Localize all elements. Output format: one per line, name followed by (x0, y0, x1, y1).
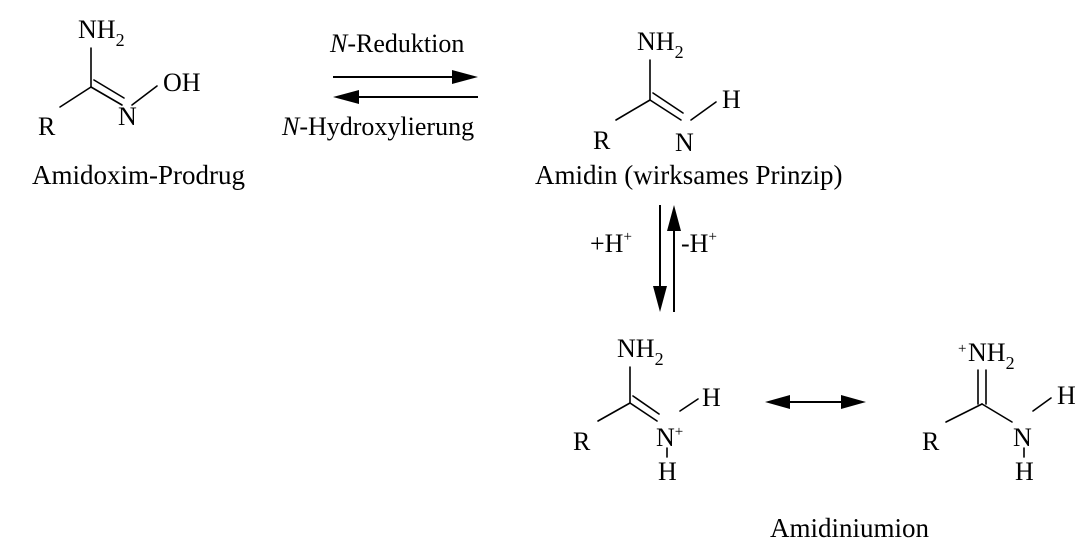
n-o-bond (131, 85, 158, 106)
down-arrowhead (653, 286, 667, 312)
hydroxylation-label: N-Hydroxylierung (281, 112, 474, 141)
h-label-lower: H (1015, 457, 1034, 486)
n-h-bond (690, 101, 717, 121)
amidinium-form-2: + NH2 R N H H (922, 338, 1076, 486)
n-label: N (1013, 423, 1032, 452)
r-c-bond (597, 402, 631, 422)
nh2-label: NH2 (968, 338, 1015, 373)
r-label: R (38, 112, 56, 141)
deprotonation-label: -H+ (681, 229, 717, 258)
r-label: R (573, 427, 591, 456)
r-label: R (593, 126, 611, 155)
c-n-double-bond (90, 86, 123, 106)
c-n-double-bond-2 (632, 395, 660, 415)
r-c-bond (615, 99, 651, 121)
c-n-double-bond-2 (93, 79, 125, 99)
c-n-bond (981, 403, 1013, 423)
amidine-structure: NH2 R N H Amidin (wirksames Prinzip) (535, 27, 842, 190)
c-n-double-bond-2 (652, 92, 684, 114)
n-label: N (675, 128, 694, 157)
r-c-bond (945, 403, 983, 423)
resonance-arrowhead-right (841, 395, 866, 409)
reduction-label: N-Reduktion (329, 29, 464, 58)
r-label: R (922, 427, 940, 456)
r-c-bond (59, 86, 92, 108)
nh2-label: NH2 (617, 334, 664, 369)
n-label: N (118, 102, 137, 131)
oh-label: OH (163, 68, 201, 97)
amidoxime-caption: Amidoxim-Prodrug (32, 160, 245, 190)
protonation-label: +H+ (590, 229, 632, 258)
h-label-upper: H (1057, 381, 1076, 410)
nh2-label: NH2 (78, 15, 125, 50)
n-h-bond-up (1032, 397, 1052, 412)
protonation-equilibrium: +H+ -H+ (590, 205, 717, 312)
amidinium-form-1: NH2 R N+ H H (573, 334, 721, 486)
nh2-label: NH2 (637, 27, 684, 62)
h-label: H (722, 85, 741, 114)
amidinium-caption: Amidiniumion (770, 513, 930, 543)
c-n-double-bond (649, 99, 682, 121)
resonance-arrow (765, 395, 866, 409)
n-label: N+ (656, 423, 683, 452)
c-n-double-bond (629, 402, 658, 422)
reverse-arrowhead (333, 90, 359, 104)
plus-charge: + (958, 341, 966, 357)
resonance-arrowhead-left (765, 395, 790, 409)
forward-arrowhead (452, 70, 478, 84)
amidoxime-structure: NH2 R N OH Amidoxim-Prodrug (32, 15, 245, 190)
n-h-bond-up (679, 398, 699, 412)
h-label-lower: H (658, 457, 677, 486)
h-label-upper: H (702, 383, 721, 412)
up-arrowhead (667, 205, 681, 231)
amidine-caption: Amidin (wirksames Prinzip) (535, 160, 842, 190)
redox-equilibrium: N-Reduktion N-Hydroxylierung (281, 29, 478, 141)
